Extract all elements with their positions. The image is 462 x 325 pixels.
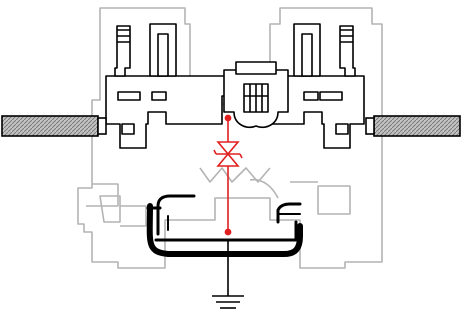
left-wire-icon (1, 115, 107, 137)
right-wire-icon (365, 115, 461, 137)
left-screw-clamp-icon (105, 23, 227, 149)
din-rail-clip-icon (146, 194, 303, 257)
center-plug-icon (223, 61, 289, 128)
ground-symbol-icon (212, 240, 244, 309)
suppressor-diode-icon (213, 114, 243, 236)
